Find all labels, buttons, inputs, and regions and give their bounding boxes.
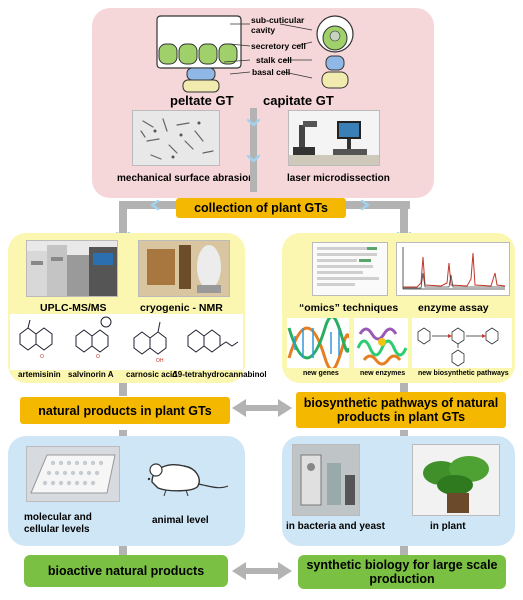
enzyme-assay-chart (396, 242, 510, 296)
compound-artemisinin: artemisinin (18, 370, 61, 379)
compound-carnosic-acid: carnosic acid (126, 370, 178, 379)
pathway-image (412, 318, 512, 368)
new-genes-label: new genes (303, 370, 339, 377)
new-pathways-label: new biosynthetic pathways (418, 370, 509, 377)
enzyme-structure-image (354, 318, 408, 368)
animal-level-label: animal level (152, 515, 209, 526)
natural-products-box: natural products in plant GTs (20, 397, 230, 424)
enzyme-assay-label: enzyme assay (418, 302, 489, 314)
uplc-instrument-photo (26, 240, 118, 297)
label-sub-cuticular-cavity: sub-cuticular cavity (251, 15, 305, 35)
tobacco-plant-photo (412, 444, 500, 516)
svg-text:O: O (96, 354, 100, 360)
omics-photo (312, 242, 388, 296)
abrasion-label: mechanical surface abrasion (117, 173, 255, 184)
capitate-gt-diagram (316, 15, 354, 89)
omics-label: “omics” techniques (299, 302, 399, 314)
collection-of-plant-gts: collection of plant GTs (176, 198, 346, 218)
label-stalk-cell: stalk cell (256, 55, 292, 65)
label-pointers (223, 23, 313, 79)
synthetic-biology-box: synthetic biology for large scale produc… (298, 555, 506, 589)
nmr-label: cryogenic - NMR (140, 302, 223, 314)
peltate-gt-diagram (156, 15, 242, 93)
gt-panel (92, 8, 434, 198)
capitate-gt-title: capitate GT (263, 93, 334, 108)
dna-image (287, 318, 349, 368)
svg-text:O: O (40, 354, 44, 360)
mouse-icon (147, 463, 229, 497)
compound-salvinorin-a: salvinorin A (68, 370, 114, 379)
svg-text:OH: OH (156, 358, 164, 364)
label-basal-cell: basal cell (252, 67, 291, 77)
compound-thc: Δ9-tetrahydrocannabinol (172, 370, 267, 379)
label-secretory-cell: secretory cell (251, 41, 306, 51)
laser-microdissection-photo (288, 110, 380, 166)
biosynthetic-pathways-box: biosynthetic pathways of natural product… (296, 392, 506, 428)
bioreactor-photo (292, 444, 360, 516)
abrasion-photo (132, 110, 220, 166)
new-enzymes-label: new enzymes (360, 370, 406, 377)
molecular-cellular-label: molecular and cellular levels (24, 512, 92, 535)
nmr-instrument-photo (138, 240, 230, 297)
peltate-gt-title: peltate GT (170, 93, 234, 108)
microplate-photo (26, 446, 120, 502)
laser-microdissection-label: laser microdissection (287, 173, 390, 184)
in-plant-label: in plant (430, 521, 466, 532)
bioactive-natural-products-box: bioactive natural products (24, 555, 228, 587)
uplc-label: UPLC-MS/MS (40, 302, 107, 314)
bacteria-yeast-label: in bacteria and yeast (286, 521, 385, 532)
compound-structures: O O OH (10, 314, 243, 370)
